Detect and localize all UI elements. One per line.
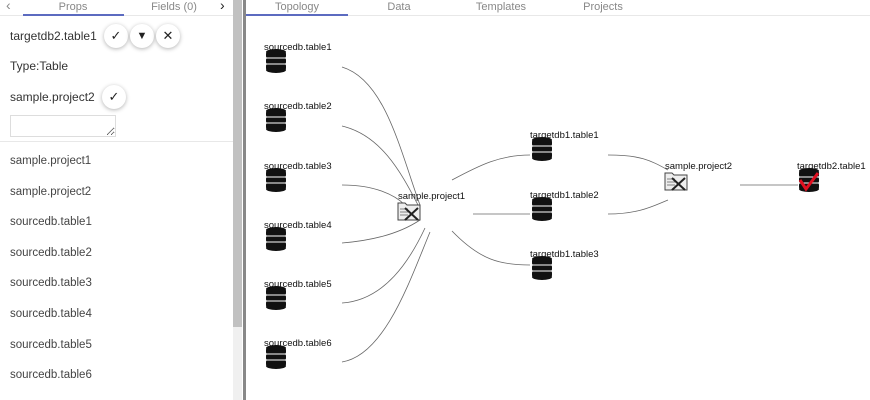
table-node[interactable]: sourcedb.table5 xyxy=(264,279,332,310)
table-node[interactable]: sourcedb.table3 xyxy=(264,161,332,192)
edge-s3-p1[interactable] xyxy=(341,184,406,206)
table-node[interactable]: sourcedb.table4 xyxy=(264,220,332,251)
node-label: targetdb1.table2 xyxy=(530,190,599,201)
list-item[interactable]: sourcedb.table2 xyxy=(10,246,92,259)
table-node[interactable]: targetdb1.table2 xyxy=(530,190,599,221)
database-icon xyxy=(266,49,286,73)
close-button[interactable]: ✕ xyxy=(156,24,180,48)
panel-resize-handle[interactable] xyxy=(243,0,246,400)
project-folder-icon xyxy=(664,172,688,191)
confirm-button[interactable]: ✓ xyxy=(104,24,128,48)
filter-icon: ▼ xyxy=(136,30,148,42)
edge-s6-p1[interactable] xyxy=(341,231,431,363)
left-panel: ‹ Props Fields (0) › targetdb2.table1 ✓ … xyxy=(0,0,233,400)
node-label: sourcedb.table6 xyxy=(264,338,332,349)
active-tab-indicator xyxy=(246,14,348,16)
node-label: sample.project1 xyxy=(398,191,465,202)
list-item[interactable]: sample.project1 xyxy=(10,155,92,167)
tab-topology[interactable]: Topology xyxy=(274,1,320,13)
table-node[interactable]: sourcedb.table6 xyxy=(264,338,332,369)
edge-t2-p2[interactable] xyxy=(607,199,669,215)
database-icon xyxy=(799,168,819,192)
node-name: targetdb2.table1 xyxy=(10,29,97,43)
close-icon: ✕ xyxy=(162,28,174,43)
node-label: targetdb1.table3 xyxy=(530,249,599,260)
edge-t1-p2[interactable] xyxy=(607,154,669,171)
project-confirm-button[interactable]: ✓ xyxy=(102,85,126,109)
node-label: sourcedb.table4 xyxy=(264,220,332,231)
database-icon xyxy=(266,286,286,310)
list-item[interactable]: sourcedb.table5 xyxy=(10,338,92,351)
project-node[interactable]: sample.project1 xyxy=(397,191,465,221)
topology-graph[interactable]: sourcedb.table1 sourcedb.table2 sourcedb.t… xyxy=(246,17,870,400)
tab-templates[interactable]: Templates xyxy=(475,1,527,13)
table-node[interactable]: targetdb1.table1 xyxy=(530,130,599,161)
project-folder-icon xyxy=(397,202,421,221)
node-label: sourcedb.table2 xyxy=(264,101,332,112)
database-icon xyxy=(266,108,286,132)
edge-p1-t1[interactable] xyxy=(451,154,531,181)
edge-s5-p1[interactable] xyxy=(341,227,426,304)
table-node[interactable]: sourcedb.table2 xyxy=(264,101,332,132)
active-tab-indicator xyxy=(23,14,124,16)
table-node[interactable]: targetdb2.table1 xyxy=(797,161,866,192)
node-label: sourcedb.table5 xyxy=(264,279,332,290)
database-icon xyxy=(532,256,552,280)
edge-s2-p1[interactable] xyxy=(341,125,419,206)
database-icon xyxy=(532,197,552,221)
project-node[interactable]: sample.project2 xyxy=(664,161,732,191)
project-name: sample.project2 xyxy=(10,90,95,104)
tab-projects[interactable]: Projects xyxy=(583,1,623,13)
right-tabs: Topology Data Templates Projects xyxy=(246,0,870,16)
tab-fields[interactable]: Fields (0) xyxy=(151,1,197,13)
node-label: sourcedb.table1 xyxy=(264,42,332,53)
node-label: sample.project2 xyxy=(665,161,732,172)
table-node[interactable]: sourcedb.table1 xyxy=(264,42,332,73)
database-icon xyxy=(266,345,286,369)
database-icon xyxy=(266,168,286,192)
check-icon: ✓ xyxy=(108,89,120,104)
edge-s4-p1[interactable] xyxy=(341,219,421,244)
tab-data[interactable]: Data xyxy=(387,1,411,13)
node-type: Type:Table xyxy=(10,59,69,73)
comment-input[interactable] xyxy=(10,115,116,137)
node-label: targetdb2.table1 xyxy=(797,161,866,172)
edges xyxy=(341,66,798,363)
node-label: sourcedb.table3 xyxy=(264,161,332,172)
divider xyxy=(0,141,233,142)
chevron-right-icon[interactable]: › xyxy=(220,0,225,13)
list-item[interactable]: sample.project2 xyxy=(10,185,92,198)
database-icon xyxy=(532,137,552,161)
check-icon: ✓ xyxy=(110,28,122,43)
list-item[interactable]: sourcedb.table4 xyxy=(10,308,92,320)
list-item[interactable]: sourcedb.table1 xyxy=(10,216,92,229)
selected-check-icon xyxy=(798,172,820,192)
node-label: targetdb1.table1 xyxy=(530,130,599,141)
filter-button[interactable]: ▼ xyxy=(130,24,154,48)
list-item[interactable]: sourcedb.table3 xyxy=(10,277,92,290)
list-item[interactable]: sourcedb.table6 xyxy=(10,369,92,382)
left-tabs: ‹ Props Fields (0) › xyxy=(0,0,233,16)
database-icon xyxy=(266,227,286,251)
scrollbar-thumb[interactable] xyxy=(233,0,242,327)
right-panel: Topology Data Templates Projects sourced… xyxy=(246,0,870,400)
edge-s1-p1[interactable] xyxy=(341,66,421,206)
edge-p1-t3[interactable] xyxy=(451,230,531,266)
tab-props[interactable]: Props xyxy=(58,1,88,13)
table-node[interactable]: targetdb1.table3 xyxy=(530,249,599,280)
chevron-left-icon[interactable]: ‹ xyxy=(6,0,11,13)
